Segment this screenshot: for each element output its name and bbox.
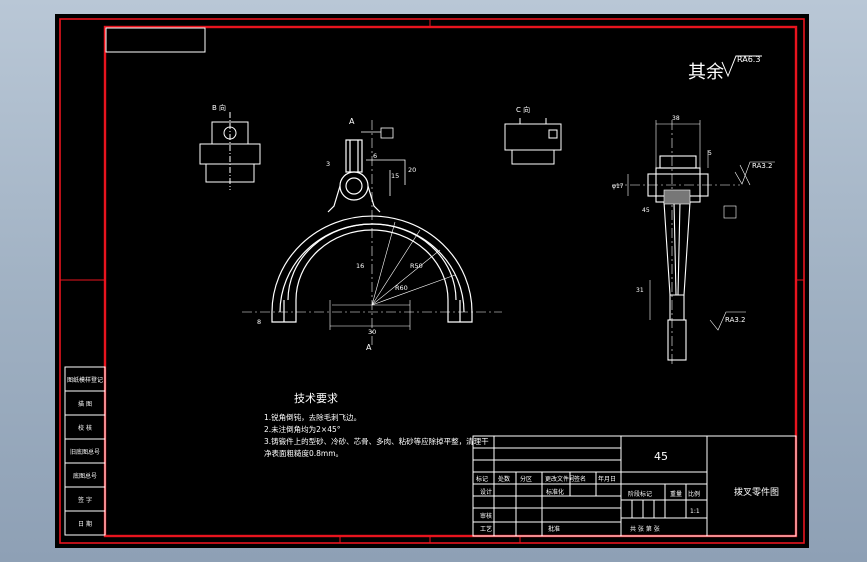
dim-r50: R50: [410, 262, 423, 270]
tb-process: 工艺: [480, 525, 492, 533]
tb-standard: 标准化: [546, 488, 564, 496]
side-table-label: 日 期: [78, 520, 92, 528]
radial-dims: [329, 221, 456, 330]
dim-8: 8: [257, 318, 261, 326]
dim-45: 45: [642, 207, 650, 214]
dim-extension: [361, 127, 406, 196]
part-name: 拨叉零件图: [734, 486, 779, 498]
tech-req-lines: 1.锐角倒钝，去除毛刺飞边。 2.未注倒角均为2×45° 3.铸锻件上的型砂、冷砂、…: [264, 412, 489, 458]
view-c-label: C 向: [516, 105, 530, 114]
code-box: [105, 27, 206, 53]
dim-5: 5: [708, 150, 712, 157]
ra-bottom: RA3.2: [725, 316, 746, 324]
tb-revision-header: 处数: [498, 475, 510, 483]
tb-stage: 阶段标记: [628, 490, 652, 498]
tech-req-line: 净表面粗糙度0.8mm。: [264, 448, 343, 458]
surface-symbol-other: 其余: [688, 62, 724, 83]
dim-16: 16: [356, 262, 364, 270]
inner-frame: [103, 25, 798, 538]
dim-3: 3: [326, 160, 330, 168]
tb-revision-header: 更改文件号: [545, 475, 575, 483]
side-dims: [627, 120, 775, 331]
dim-r60: R60: [395, 284, 408, 292]
drawing-sheet: [55, 14, 809, 548]
tech-req-line: 3.铸锻件上的型砂、冷砂、芯骨、多肉、粘砂等应除掉平整，清理干: [264, 436, 489, 446]
tb-approve: 批准: [548, 525, 560, 533]
centerlines: [242, 120, 740, 365]
side-table-label: 底图总号: [73, 472, 97, 480]
material: 45: [654, 450, 668, 463]
tech-req-line: 2.未注倒角均为2×45°: [264, 424, 341, 434]
tb-revision-header: 年月日: [598, 475, 616, 483]
dim-31: 31: [636, 287, 644, 294]
dim-15: 15: [391, 172, 399, 180]
zone-ticks: [60, 19, 804, 543]
dim-20: 20: [408, 166, 416, 174]
tb-review: 审核: [480, 512, 492, 520]
view-a-label: A: [366, 343, 372, 352]
tb-revision-header: 分区: [520, 475, 532, 483]
outer-frame: [59, 18, 805, 544]
view-b-label: B 向: [212, 103, 226, 112]
tb-revision-header: 签名: [574, 475, 586, 483]
tb-weight: 重量: [670, 490, 682, 498]
title-block: [472, 435, 797, 537]
side-table-label: 旧底图总号: [70, 448, 100, 456]
tb-design: 设计: [480, 488, 492, 496]
dim-30: 30: [368, 328, 376, 336]
ra-right: RA3.2: [752, 162, 773, 170]
tb-revision-header: 标记: [476, 475, 488, 483]
tb-sheet-info: 共 张 第 张: [630, 525, 660, 533]
tech-req-line: 1.锐角倒钝，去除毛刺飞边。: [264, 412, 361, 422]
view-c: [504, 118, 562, 165]
dim-phi17: φ17: [612, 183, 624, 190]
dim-38: 38: [672, 115, 680, 122]
side-table-label: 签 字: [78, 496, 92, 504]
view-b: [199, 112, 261, 190]
tb-scale: 1:1: [690, 508, 700, 515]
side-table-label: 描 图: [78, 400, 92, 408]
tb-scale-label: 比例: [688, 490, 700, 498]
tech-req-title: 技术要求: [294, 392, 338, 405]
section-hatch: [663, 189, 691, 205]
surface-roughness-other: RA6.3: [737, 55, 760, 64]
roughness-symbol: [721, 55, 762, 78]
dim-6: 6: [373, 152, 377, 160]
side-table-label: 图纸模样登记: [67, 376, 103, 384]
view-a-top: A: [349, 117, 355, 126]
side-table-label: 校 核: [78, 424, 92, 432]
